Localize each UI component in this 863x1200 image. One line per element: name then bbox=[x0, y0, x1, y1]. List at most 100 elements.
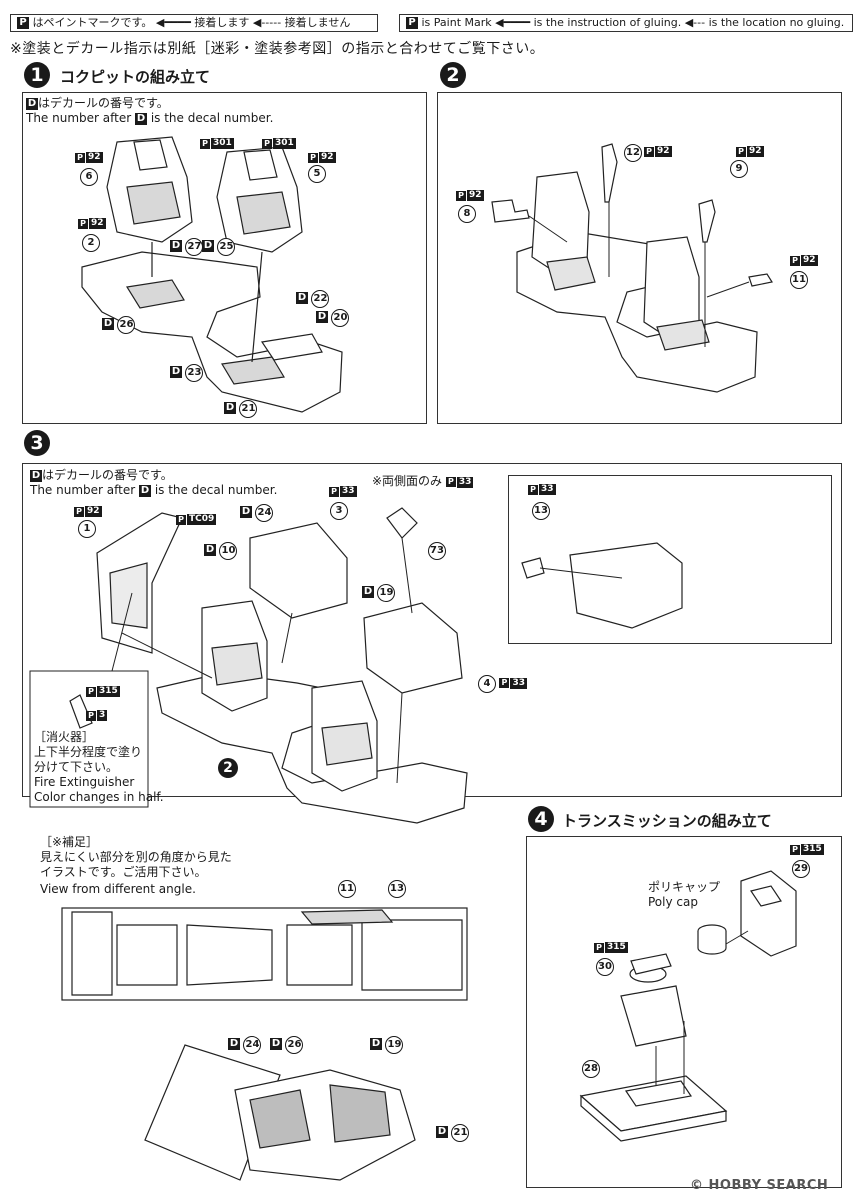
both-sides-text: ※両側面のみ bbox=[372, 474, 443, 488]
part-30-label: 30 bbox=[596, 958, 614, 976]
extinguisher-title: ［消火器］ bbox=[34, 730, 95, 744]
part-28-label: 28 bbox=[582, 1060, 600, 1078]
part-3-label: 3 bbox=[330, 502, 348, 520]
supplement-title: ［※補足］ bbox=[40, 835, 99, 849]
step4-number: 4 bbox=[528, 806, 554, 832]
step2-cockpit-drawing bbox=[491, 143, 773, 393]
part-2-label: 2 bbox=[82, 234, 100, 252]
decal-note-en-a: The number after bbox=[26, 111, 132, 125]
watermark-text: HOBBY SEARCH bbox=[708, 1178, 829, 1193]
legend-glue-jp: 接着します bbox=[194, 16, 250, 29]
copyright-icon: © bbox=[690, 1178, 704, 1193]
decal-22-label: D 22 bbox=[296, 290, 330, 308]
polycap-en: Poly cap bbox=[648, 895, 698, 909]
paint-mark-icon: P bbox=[406, 17, 418, 29]
part-13-label: 13 bbox=[532, 502, 550, 520]
decal-mark-icon: D bbox=[26, 97, 38, 110]
angled-decal-19-label: D 19 bbox=[370, 1036, 404, 1054]
decal-24-label: D 24 bbox=[240, 504, 274, 522]
part-6-label: 6 bbox=[80, 168, 98, 186]
top-view-drawing bbox=[61, 907, 468, 1001]
part-12-label: 12 bbox=[624, 144, 642, 162]
decal-mark-icon: D bbox=[139, 484, 151, 497]
decal-26-label: D 26 bbox=[102, 316, 136, 334]
supplement-jp-2: イラストです。ご活用下さい。 bbox=[40, 865, 207, 879]
topview-part-13-label: 13 bbox=[388, 880, 406, 898]
step1-panel bbox=[22, 92, 427, 424]
decal-note-jp: はデカールの番号です。 bbox=[38, 96, 169, 110]
glue-arrow-icon: ◀━━━━ bbox=[495, 16, 531, 29]
step1-cockpit-drawing bbox=[81, 136, 343, 413]
hobby-search-watermark: © HOBBY SEARCH bbox=[690, 1178, 828, 1193]
decal-note-en-b: is the decal number. bbox=[150, 111, 274, 125]
legend-japanese: P はペイントマークです。 ◀━━━━ 接着します ◀‑‑‑‑‑ 接着しません bbox=[10, 14, 378, 32]
decal-mark-icon: D bbox=[135, 112, 147, 125]
polycap-jp: ポリキャップ bbox=[648, 880, 721, 894]
angled-decal-26-label: D 26 bbox=[270, 1036, 304, 1054]
part-73-label: 73 bbox=[428, 542, 446, 560]
step4-title: トランスミッションの組み立て bbox=[562, 812, 772, 830]
decal-19-label: D 19 bbox=[362, 584, 396, 602]
extinguisher-en-1: Fire Extinguisher bbox=[34, 775, 135, 789]
paint-mark-icon: P bbox=[17, 17, 29, 29]
step1-number: 1 bbox=[24, 62, 50, 88]
glue-arrow-icon: ◀━━━━ bbox=[155, 16, 191, 29]
extinguisher-jp-1: 上下半分程度で塗り bbox=[34, 745, 143, 759]
no-glue-arrow-icon: ◀‑‑‑ bbox=[684, 16, 706, 29]
decal-note-en-b: is the decal number. bbox=[154, 483, 278, 497]
part-8-label: 8 bbox=[458, 205, 476, 223]
legend-no-glue-en: is the location no gluing. bbox=[708, 16, 845, 29]
supplement-note: ［※補足］ 見えにくい部分を別の角度から見た イラストです。ご活用下さい。 Vi… bbox=[40, 835, 232, 897]
decal-20-label: D 20 bbox=[316, 309, 350, 327]
extinguisher-en-2: Color changes in half. bbox=[34, 790, 164, 804]
extinguisher-note: ［消火器］ 上下半分程度で塗り 分けて下さい。 Fire Extinguishe… bbox=[34, 730, 164, 805]
angled-view-drawing bbox=[144, 1044, 416, 1181]
decal-25-label: D 25 bbox=[202, 238, 236, 256]
supplement-jp-1: 見えにくい部分を別の角度から見た bbox=[40, 850, 232, 864]
angled-decal-24-label: D 24 bbox=[228, 1036, 262, 1054]
step3-cockpit-drawing bbox=[29, 507, 683, 824]
legend-glue-en: is the instruction of gluing. bbox=[533, 16, 682, 29]
legend-english: P is Paint Mark ◀━━━━ is the instruction… bbox=[399, 14, 853, 32]
part-9-label: 9 bbox=[730, 160, 748, 178]
decal-27-label: D 27 bbox=[170, 238, 204, 256]
part-5-label: 5 bbox=[308, 165, 326, 183]
step2-panel bbox=[437, 92, 842, 424]
legend-paint-mark-en: is Paint Mark bbox=[421, 16, 492, 29]
decal-10-label: D 10 bbox=[204, 542, 238, 560]
part-11-label: 11 bbox=[790, 271, 808, 289]
part-1-label: 1 bbox=[78, 520, 96, 538]
topview-part-11-label: 11 bbox=[338, 880, 356, 898]
decal-note-en-a: The number after bbox=[30, 483, 136, 497]
extinguisher-jp-2: 分けて下さい。 bbox=[34, 760, 119, 774]
step4-panel bbox=[526, 836, 842, 1188]
step2-number: 2 bbox=[440, 62, 466, 88]
decal-23-label: D 23 bbox=[170, 364, 204, 382]
step3-inset-panel bbox=[508, 475, 832, 644]
part-2-assembly-marker: 2 bbox=[218, 758, 238, 778]
supplement-en: View from different angle. bbox=[40, 882, 196, 896]
step1-title: コクピットの組み立て bbox=[60, 68, 211, 86]
painting-note: ※塗装とデカール指示は別紙［迷彩・塗装参考図］の指示と合わせてご覧下さい。 bbox=[10, 41, 545, 57]
decal-note-jp: はデカールの番号です。 bbox=[42, 468, 173, 482]
